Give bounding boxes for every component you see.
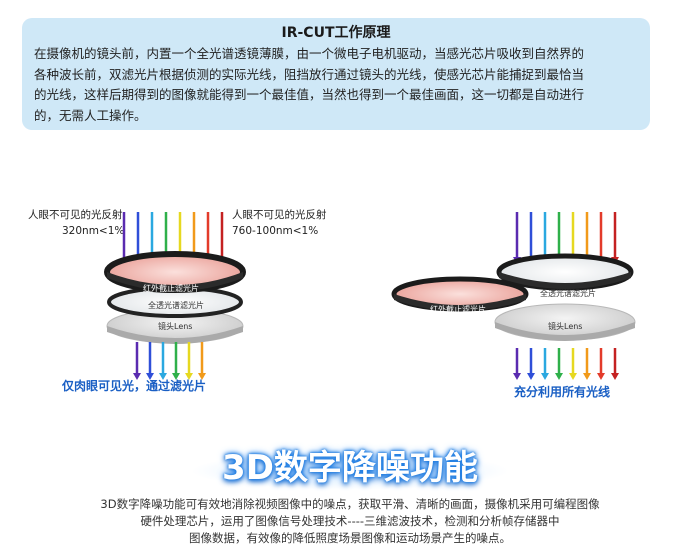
right-ir-caption: 760-100nm<1%	[232, 225, 319, 237]
light-ray-arrowhead	[541, 373, 549, 380]
ircut-line: 的，无需人工操作。	[34, 107, 147, 123]
right-ir-cut-filter	[391, 276, 529, 312]
left-lens	[106, 308, 244, 344]
left-full-filter-label: 全透光谱滤光片	[148, 301, 204, 310]
light-ray-arrowhead	[159, 373, 167, 380]
right-bottom-caption: 充分利用所有光线	[514, 385, 611, 399]
light-ray-arrowhead	[133, 373, 141, 380]
left-invisible-caption: 人眼不可见的光反射	[28, 209, 123, 221]
ircut-diagram	[104, 212, 636, 380]
feature-line: 图像数据，有效像的降低照度场景图像和运动场景产生的噪点。	[189, 531, 511, 545]
light-ray-arrowhead	[172, 373, 180, 380]
right-full-spectrum-filter	[496, 253, 634, 291]
ircut-line: 的光线，这样后期得到的图像就能得到一个最佳值，当然也得到一个最佳画面，这一切都是…	[34, 87, 585, 102]
ircut-title: IR-CUT工作原理	[281, 25, 391, 41]
feature-title-glow	[190, 452, 510, 490]
left-outgoing-rays	[133, 342, 206, 380]
right-lens	[494, 303, 636, 341]
feature-line: 3D数字降噪功能可有效地消除视频图像中的噪点，获取平滑、清晰的画面，摄像机采用可…	[100, 497, 600, 511]
left-uv-caption: 320nm<1%	[62, 225, 125, 237]
ircut-line: 在摄像机的镜头前，内置一个全光谱透镜薄膜，由一个微电子电机驱动，当感光芯片吸收到…	[34, 46, 585, 61]
ircut-description: 在摄像机的镜头前，内置一个全光谱透镜薄膜，由一个微电子电机驱动，当感光芯片吸收到…	[34, 44, 638, 126]
right-full-filter-label: 全透光谱滤光片	[540, 289, 596, 298]
ircut-line: 各种波长前，双滤光片根据侦测的实际光线，阻挡放行通过镜头的光线，使感光芯片能捕捉…	[34, 66, 585, 82]
left-lens-label: 镜头Lens	[158, 322, 193, 331]
feature-description: 3D数字降噪功能可有效地消除视频图像中的噪点，获取平滑、清晰的画面，摄像机采用可…	[60, 496, 640, 547]
right-outgoing-rays	[513, 348, 619, 380]
light-ray-arrowhead	[569, 373, 577, 380]
light-ray-arrowhead	[146, 373, 154, 380]
left-ir-filter-label: 红外截止滤光片	[143, 284, 199, 293]
right-ir-filter-label: 红外截止滤光片	[430, 305, 486, 314]
right-invisible-caption: 人眼不可见的光反射	[232, 209, 327, 221]
light-ray-arrowhead	[597, 373, 605, 380]
light-ray-arrowhead	[583, 373, 591, 380]
light-ray-arrowhead	[611, 373, 619, 380]
feature-title: 3D数字降噪功能	[222, 448, 478, 488]
ircut-info-box: IR-CUT工作原理 在摄像机的镜头前，内置一个全光谱透镜薄膜，由一个微电子电机…	[22, 18, 650, 130]
feature-line: 硬件处理芯片，运用了图像信号处理技术----三维滤波技术，检测和分析帧存储器中	[140, 514, 560, 528]
light-ray-arrowhead	[527, 373, 535, 380]
light-ray-arrowhead	[185, 373, 193, 380]
light-ray-arrowhead	[198, 373, 206, 380]
light-ray-arrowhead	[555, 373, 563, 380]
right-lens-label: 镜头Lens	[548, 322, 583, 331]
left-bottom-caption: 仅肉眼可见光，通过滤光片	[62, 379, 207, 393]
left-ir-cut-filter	[104, 251, 246, 293]
light-ray-arrowhead	[513, 373, 521, 380]
